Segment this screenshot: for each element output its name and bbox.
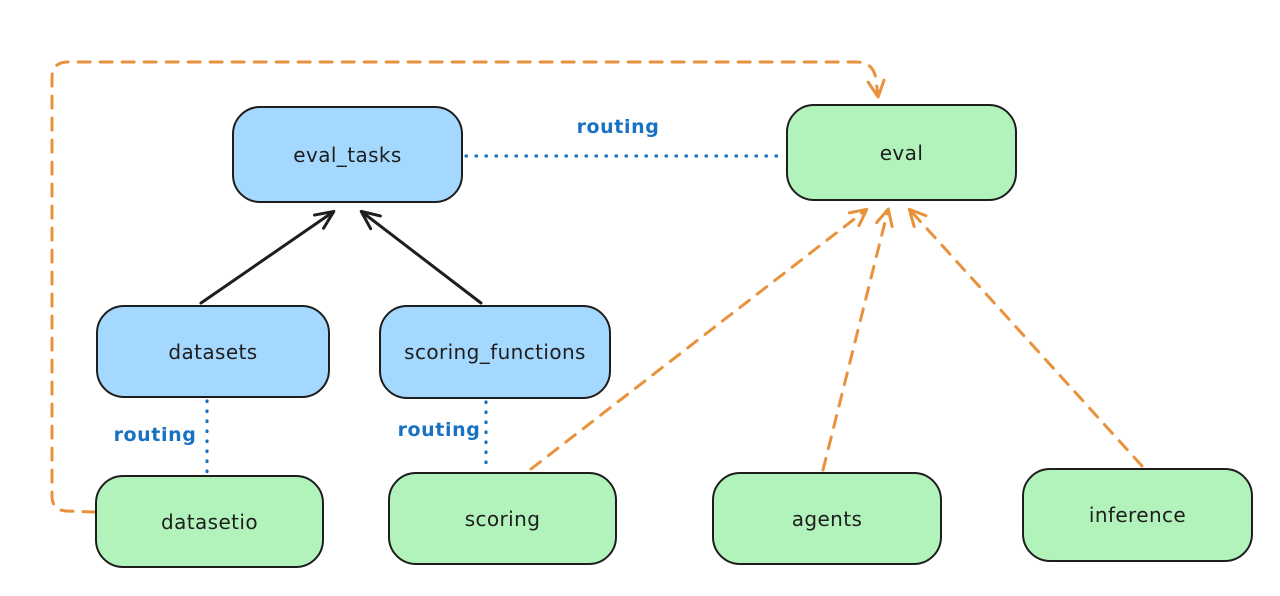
edge-agents-to-eval xyxy=(821,207,894,472)
node-datasetio: datasetio xyxy=(95,475,324,568)
node-agents: agents xyxy=(712,472,942,565)
edge-label-routing-eval-tasks-eval: routing xyxy=(576,116,660,138)
edge-label-routing-scoring-functions-scoring: routing xyxy=(397,419,481,441)
node-datasets: datasets xyxy=(96,305,330,398)
node-datasets-label: datasets xyxy=(168,339,258,364)
node-eval-label: eval xyxy=(879,140,924,165)
edge-scoring-functions-to-eval-tasks xyxy=(359,209,483,305)
node-eval-tasks: eval_tasks xyxy=(232,106,463,203)
node-datasetio-label: datasetio xyxy=(160,509,258,534)
node-agents-label: agents xyxy=(791,506,863,531)
node-scoring-functions-label: scoring_functions xyxy=(404,340,586,364)
node-eval: eval xyxy=(786,104,1017,201)
node-scoring: scoring xyxy=(388,472,617,565)
edge-datasets-to-eval-tasks xyxy=(199,209,336,305)
edge-datasetio-to-eval xyxy=(50,60,886,514)
node-scoring-functions: scoring_functions xyxy=(379,305,611,399)
node-inference-label: inference xyxy=(1088,503,1187,527)
edge-inference-to-eval xyxy=(907,207,1144,468)
node-inference: inference xyxy=(1022,468,1253,562)
node-scoring-label: scoring xyxy=(464,506,541,531)
edge-label-routing-datasets-datasetio: routing xyxy=(113,424,197,446)
edge-scoring-to-eval xyxy=(529,207,869,471)
node-eval-tasks-label: eval_tasks xyxy=(293,142,402,167)
